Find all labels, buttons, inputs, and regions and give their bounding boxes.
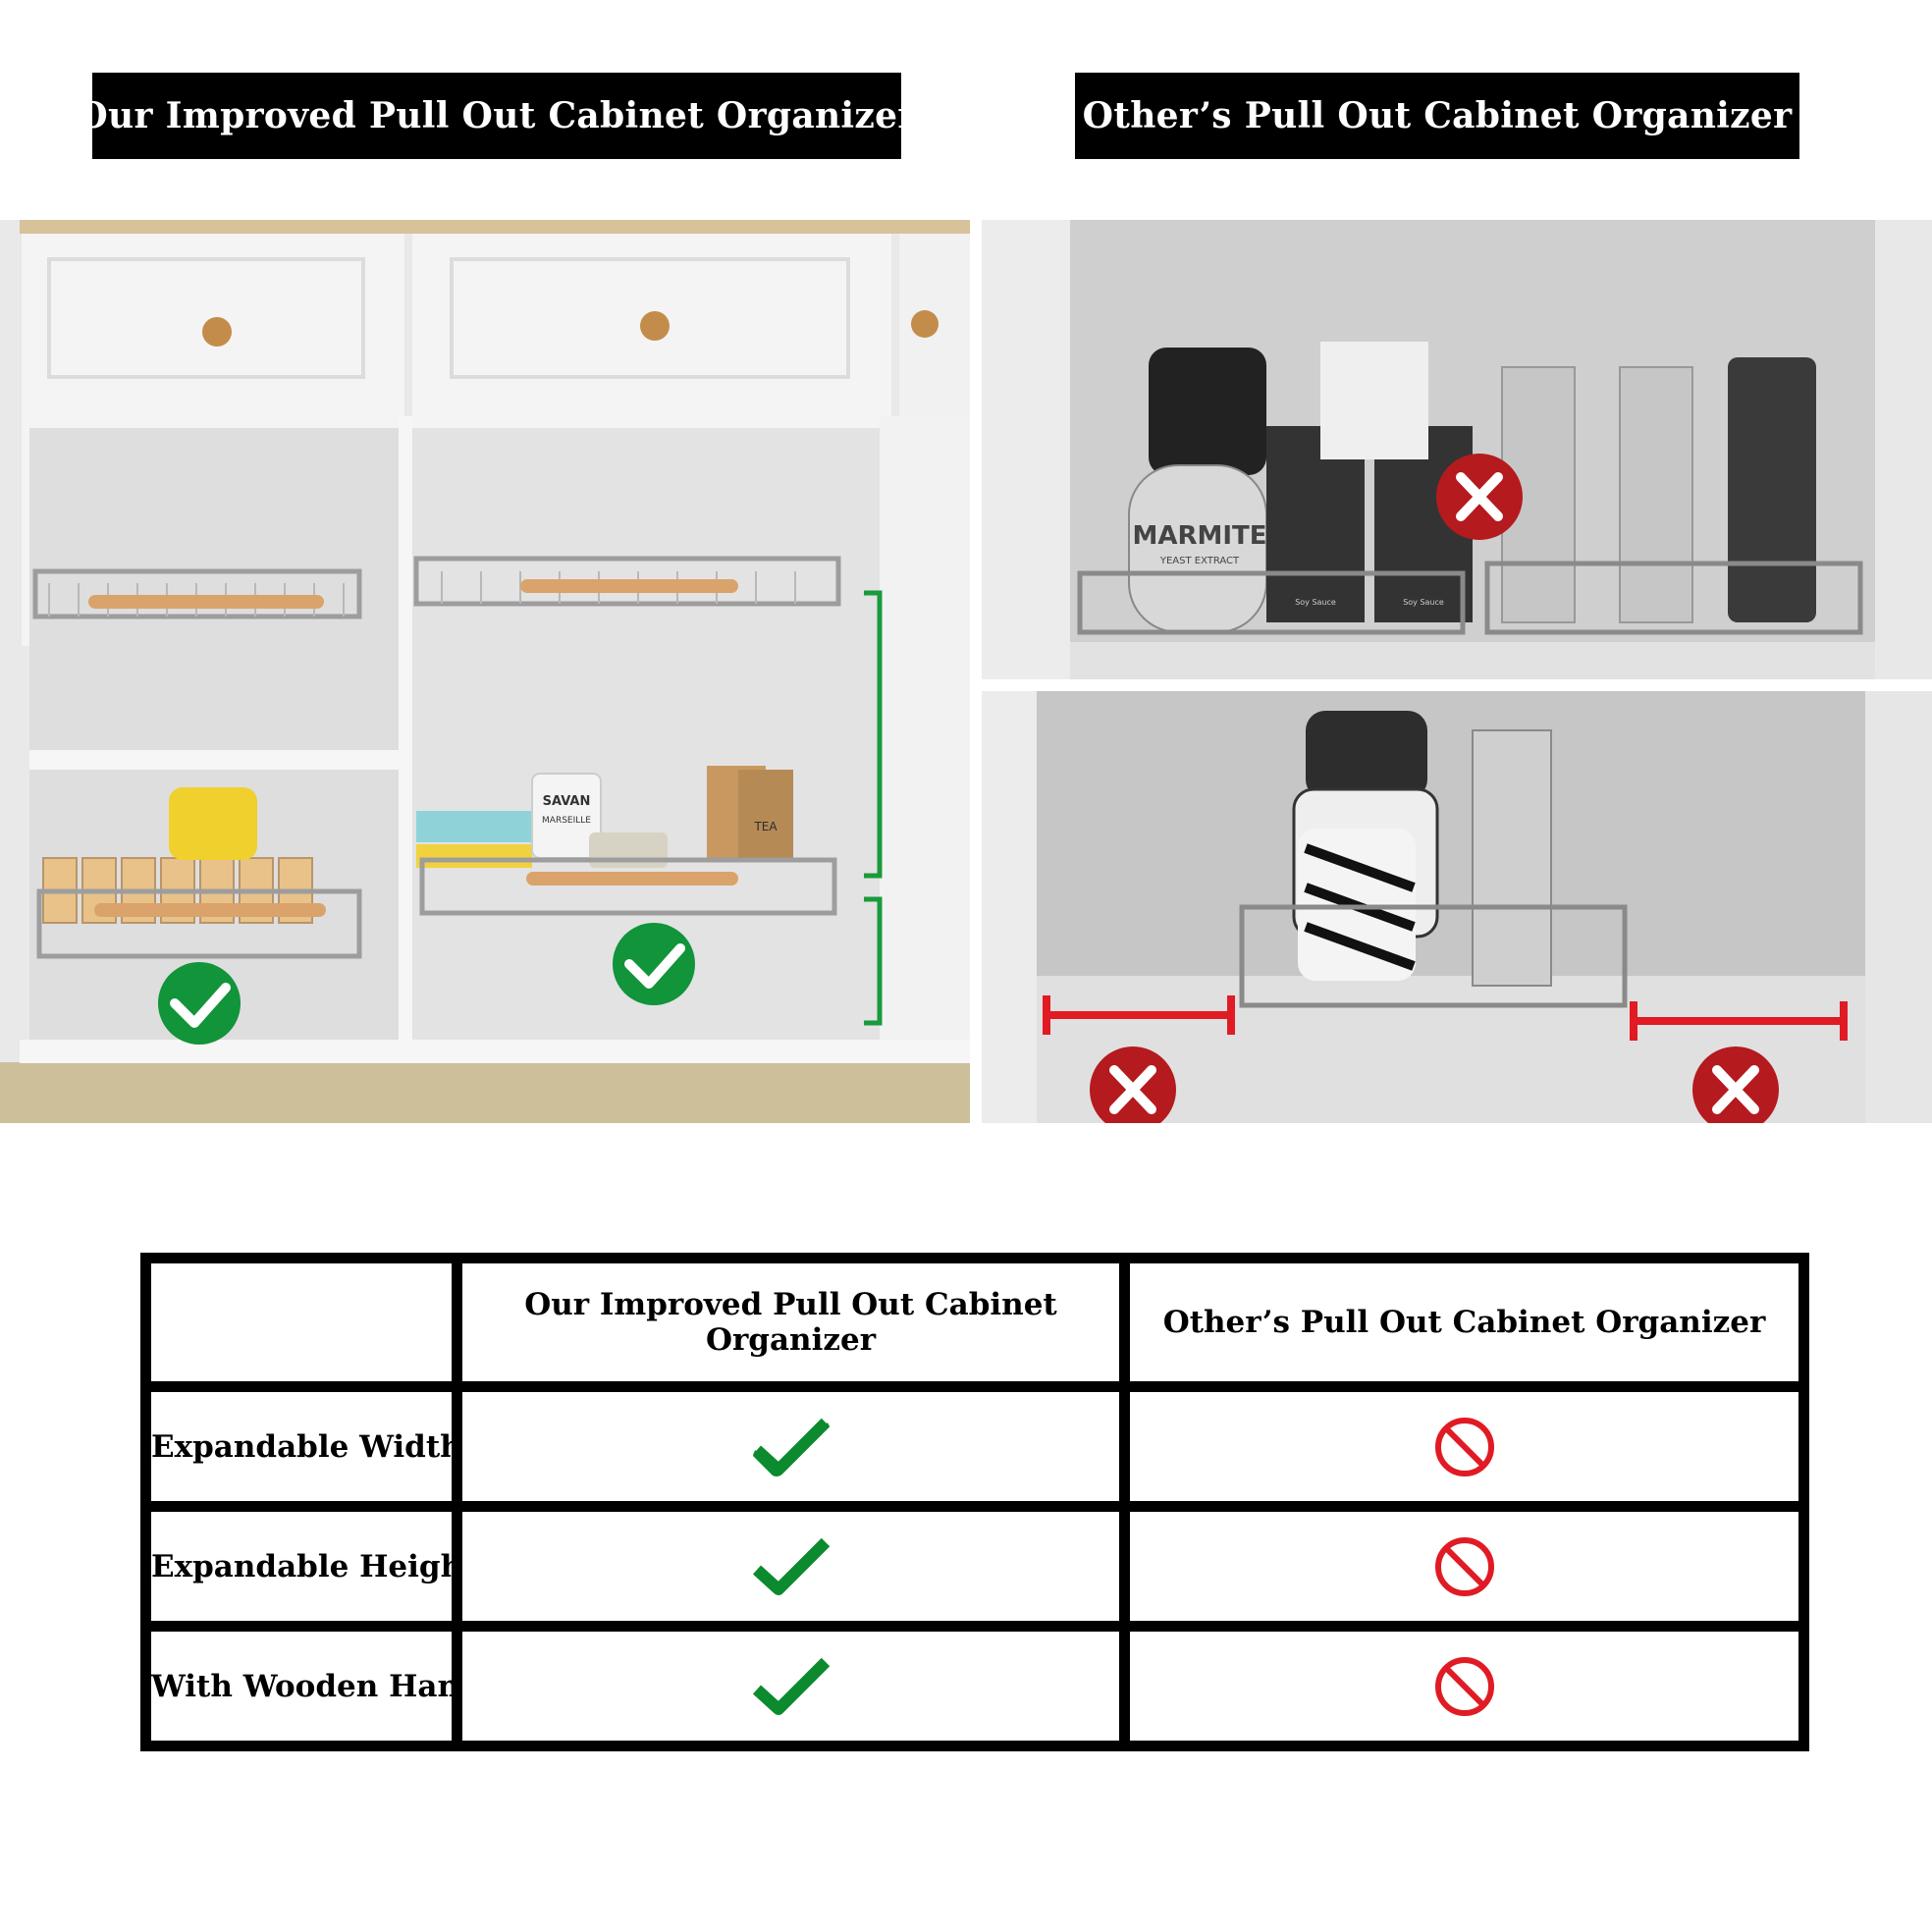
- x-badge-bottom-right: [1692, 1046, 1779, 1123]
- soy-sauce-label-2: Soy Sauce: [1403, 598, 1444, 607]
- x-badge-top: [1436, 454, 1523, 540]
- marmite-label: MARMITE: [1132, 521, 1266, 551]
- ours-cell: [452, 1501, 1130, 1632]
- prohibited-icon: [1434, 1536, 1494, 1596]
- prohibited-icon: [1434, 1656, 1494, 1716]
- row-label: Expandable Height: [140, 1501, 462, 1632]
- table-header-row: Our Improved Pull Out Cabinet Organizer …: [140, 1253, 1809, 1392]
- savan-label: SAVAN: [543, 794, 591, 809]
- others-cabinet-photo-bottom: [982, 691, 1932, 1123]
- check-icon: [752, 1657, 830, 1715]
- x-badge-bottom-left: [1090, 1046, 1176, 1123]
- ours-cell: [452, 1621, 1130, 1751]
- soy-sauce-label-1: Soy Sauce: [1295, 598, 1336, 607]
- others-cell: [1119, 1621, 1809, 1751]
- our-cabinet-photo: SAVAN MARSEILLE TEA: [0, 220, 970, 1123]
- others-cabinet-photo-top: MARMITE YEAST EXTRACT Soy Sauce Soy Sauc…: [982, 220, 1932, 679]
- tea-label: TEA: [753, 820, 778, 833]
- header-empty: [140, 1253, 462, 1392]
- check-icon: [752, 1537, 830, 1595]
- banner-our-organizer: Our Improved Pull Out Cabinet Organizer: [77, 73, 916, 159]
- header-others: Other’s Pull Out Cabinet Organizer: [1119, 1253, 1809, 1392]
- comparison-table: Our Improved Pull Out Cabinet Organizer …: [140, 1253, 1809, 1751]
- check-icon: [752, 1418, 830, 1476]
- others-cell: [1119, 1501, 1809, 1632]
- row-label: With Wooden Handle: [140, 1621, 462, 1751]
- prohibited-icon: [1434, 1417, 1494, 1476]
- check-badge-right: [613, 923, 695, 1005]
- check-badge-left: [158, 962, 241, 1045]
- marseille-label: MARSEILLE: [542, 816, 591, 826]
- row-label: Expandable Width: [140, 1381, 462, 1512]
- ours-cell: [452, 1381, 1130, 1512]
- table-row: Expandable Width: [140, 1381, 1809, 1512]
- yeast-extract-label: YEAST EXTRACT: [1159, 556, 1240, 566]
- banner-others-organizer: Other’s Pull Out Cabinet Organizer: [1075, 73, 1799, 159]
- table-row: Expandable Height: [140, 1501, 1809, 1632]
- header-ours: Our Improved Pull Out Cabinet Organizer: [452, 1253, 1130, 1392]
- table-row: With Wooden Handle: [140, 1621, 1809, 1751]
- others-cell: [1119, 1381, 1809, 1512]
